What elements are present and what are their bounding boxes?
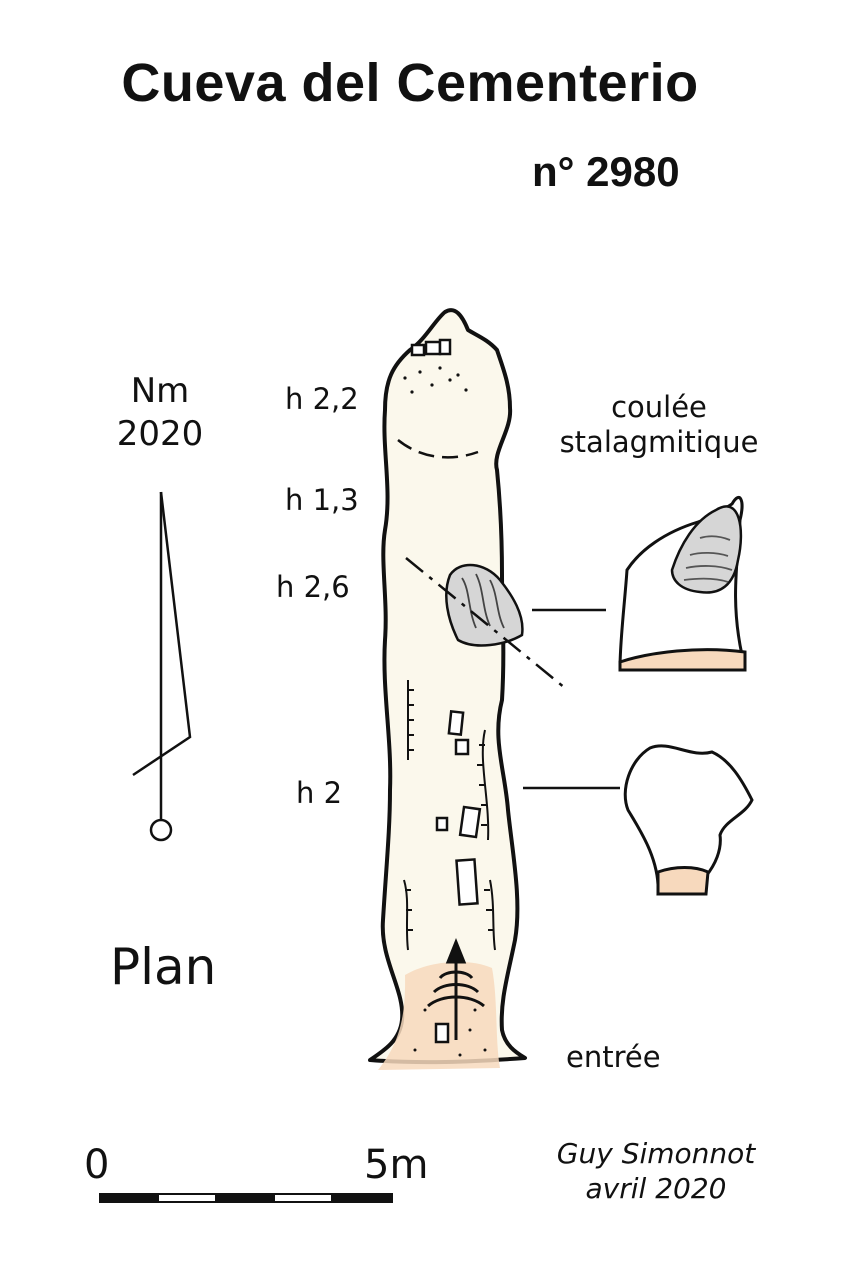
flowstone-annotation: coulée stalagmitique (548, 390, 770, 460)
scale-end-label: 5m (364, 1142, 429, 1188)
north-label-text: Nm (130, 371, 190, 411)
view-label: Plan (110, 938, 217, 996)
cross-section-lower (623, 744, 754, 896)
north-arrow (132, 491, 192, 842)
cross-section-upper (618, 496, 747, 672)
author-date: avril 2020 (585, 1172, 727, 1205)
height-label: h 1,3 (285, 483, 359, 517)
flowstone-texture (461, 573, 505, 629)
boulders-passage (434, 710, 482, 1044)
flowstone-annotation-line2: stalagmitique (559, 424, 759, 459)
height-label: h 2 (296, 776, 343, 810)
height-label: h 2,6 (276, 570, 350, 604)
entrance-sediment (378, 961, 500, 1070)
north-label: Nm 2020 (100, 370, 220, 455)
ledge-marks (403, 680, 496, 951)
scale-bar (99, 1193, 393, 1203)
scale-start-label: 0 (84, 1142, 110, 1188)
north-year: 2020 (116, 413, 204, 454)
entrance-arrow (427, 937, 485, 1040)
author-credit: Guy Simonnot avril 2020 (540, 1136, 772, 1206)
section-line-upper (405, 557, 566, 689)
entrance-label: entrée (566, 1040, 661, 1074)
flowstone-annotation-line1: coulée (611, 390, 707, 424)
cave-outline (368, 308, 527, 1065)
cave-title: Cueva del Cementerio (121, 53, 699, 113)
author-name: Guy Simonnot (556, 1137, 756, 1170)
boulders-top (410, 338, 452, 357)
cave-number: n° 2980 (532, 148, 680, 195)
ceiling-step (397, 439, 479, 459)
floor-dots (403, 366, 487, 1057)
height-label: h 2,2 (285, 382, 359, 416)
